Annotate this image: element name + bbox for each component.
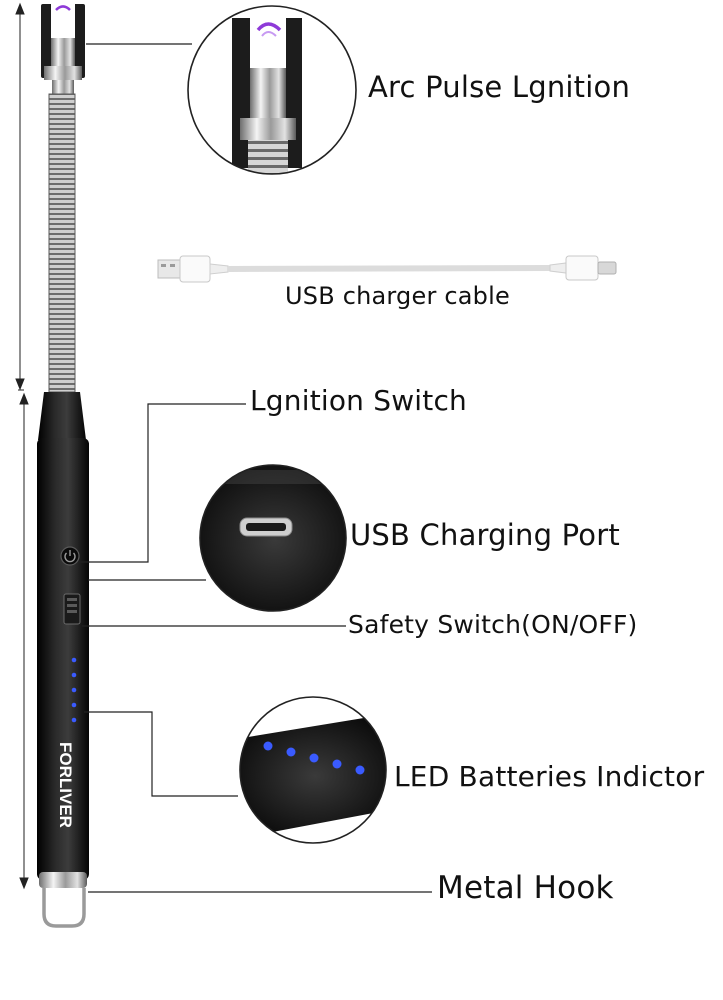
- leader-lines: [78, 43, 432, 893]
- handle-collar: [38, 392, 86, 440]
- led-dot-icon: [309, 753, 319, 763]
- label-safety-switch: Safety Switch(ON/OFF): [348, 610, 638, 639]
- zoom-arc-tip: [187, 5, 357, 175]
- led-dot-icon: [71, 687, 77, 693]
- power-icon: [64, 550, 76, 563]
- led-dot-icon: [71, 717, 77, 723]
- led-dot-icon: [263, 741, 273, 751]
- flexible-neck: [48, 93, 76, 393]
- zoom-usb-port: [199, 464, 347, 612]
- usb-cable: [157, 255, 617, 283]
- zoom-led-indicator: [239, 696, 387, 844]
- led-dot-icon: [71, 657, 77, 663]
- lighter-tip: [41, 4, 85, 94]
- label-ignition-switch: Lgnition Switch: [250, 384, 468, 417]
- handle-body: [37, 438, 89, 880]
- brand-text: FORLIVER: [56, 742, 75, 828]
- label-usb-charger-cable: USB charger cable: [285, 282, 510, 310]
- led-dot-icon: [71, 702, 77, 708]
- usb-micro-port-icon: [239, 517, 293, 537]
- arc-icon: [55, 5, 71, 11]
- arc-icon: [256, 22, 282, 32]
- label-usb-charging-port: USB Charging Port: [350, 518, 620, 552]
- metal-hook: [42, 888, 86, 928]
- led-indicators: [71, 657, 77, 723]
- led-dot-icon: [286, 747, 296, 757]
- led-dot-icon: [71, 672, 77, 678]
- safety-switch: [63, 593, 81, 625]
- bottom-cap: [39, 872, 87, 888]
- ignition-button: [60, 546, 80, 566]
- dimension-lines: [15, 2, 29, 890]
- label-metal-hook: Metal Hook: [437, 870, 614, 906]
- label-arc-pulse-ignition: Arc Pulse Lgnition: [368, 70, 631, 104]
- led-dot-icon: [332, 759, 342, 769]
- led-dot-icon: [355, 765, 365, 775]
- label-led-battery-indicator: LED Batteries Indictor: [394, 760, 705, 793]
- lighter: FORLIVER: [37, 4, 89, 928]
